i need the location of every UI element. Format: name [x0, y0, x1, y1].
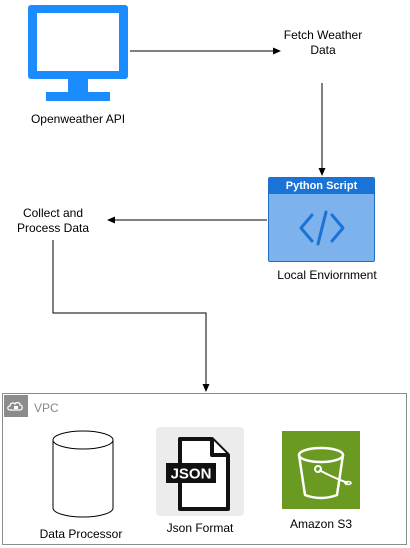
- fetch-label-line2: Data: [310, 43, 336, 57]
- python-script-node: Python Script: [268, 177, 375, 262]
- collect-label-line2: Process Data: [16, 221, 90, 235]
- json-label: Json Format: [166, 521, 234, 535]
- processor-label: Data Processor: [39, 527, 123, 541]
- code-brackets-icon: [299, 210, 345, 246]
- s3-bucket-icon: [297, 446, 352, 500]
- vpc-group: [2, 393, 407, 545]
- s3-label: Amazon S3: [289, 517, 353, 531]
- fetch-label-line1: Fetch Weather: [283, 28, 363, 42]
- edge-collect-to-vpc: [52, 240, 210, 392]
- local-environment-label: Local Enviornment: [277, 268, 377, 282]
- cylinder-icon: [52, 430, 114, 518]
- collect-label-line1: Collect and: [22, 206, 84, 220]
- python-script-header: Python Script: [269, 178, 374, 194]
- json-file-icon: JSON: [166, 437, 230, 511]
- cloud-lock-icon: [4, 395, 28, 417]
- vpc-label: VPC: [34, 401, 59, 415]
- monitor-icon: [28, 5, 128, 101]
- json-icon-text: JSON: [171, 466, 212, 483]
- api-label: Openweather API: [30, 112, 126, 126]
